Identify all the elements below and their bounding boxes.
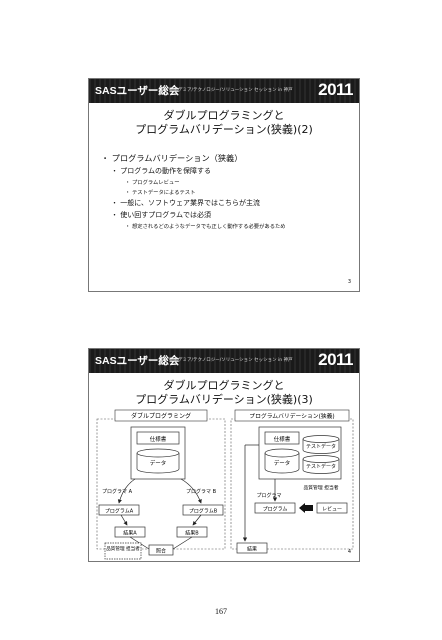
bullet-item: ・ プログラムレビュー (125, 180, 180, 186)
data-label: データ (150, 459, 167, 467)
bullet-item: ・ 想定されるどのようなデータでも正しく動作する必要があるため (125, 224, 286, 230)
process-diagram: ダブルプログラミング 仕様書 データ プログラマ A プログラマ B プログラム… (96, 409, 354, 560)
bullet-item: ・ テストデータによるテスト (125, 190, 196, 196)
bullet-item: ・ 使い回すプログラムでは必須 (111, 211, 212, 219)
year-logo: 2011 (318, 80, 353, 99)
data-cylinder-top (136, 448, 180, 458)
program-label: プログラム (263, 506, 288, 513)
test-data-label-2: テストデータ (306, 463, 336, 470)
review-label: レビュー (322, 506, 342, 513)
data-cylinder-right (264, 453, 300, 474)
arrow-to-program-b (180, 478, 202, 504)
programmer-b-label: プログラマ B (186, 488, 217, 495)
qc-left-label: 品質管理 担当者 (106, 545, 140, 552)
arrow-to-program-a (117, 478, 136, 504)
arrow-to-result-b (192, 514, 202, 526)
slide-4: SASユーザー総会 アカデミア/テクノロジー/ソリューション セッション in … (88, 348, 360, 562)
compare-label: 照合 (156, 548, 166, 555)
right-header-label: プログラムバリデーション(狭義) (249, 412, 334, 420)
review-arrow (299, 503, 313, 513)
slide-title: ダブルプログラミングと プログラムバリデーション(狭義)(3) (135, 379, 313, 406)
left-header-label: ダブルプログラミング (131, 412, 191, 420)
brand-title: SASユーザー総会 (95, 85, 180, 97)
program-b-box (182, 504, 224, 516)
result-box (236, 542, 268, 554)
bullet-item: ・ プログラムバリデーション（狭義） (101, 153, 243, 163)
spec-data-group-right (258, 426, 342, 480)
spec-box (136, 431, 180, 445)
slide-banner: SASユーザー総会 アカデミア/テクノロジー/ソリューション セッション in … (89, 79, 359, 103)
result-a-label: 結果A (123, 530, 137, 537)
test-data-cylinder-2 (302, 459, 340, 474)
program-a-label: プログラムA (105, 508, 134, 515)
test-data-cylinder-2-top (302, 455, 340, 463)
spec-box-right (264, 431, 300, 445)
data-cylinder (136, 453, 180, 474)
programmer-a-label: プログラマ A (102, 488, 133, 495)
program-box (254, 502, 296, 514)
data-label-right: データ (274, 459, 291, 467)
left-panel-header (114, 409, 208, 422)
year-logo: 2011 (318, 350, 353, 369)
arrow-to-result-a (120, 514, 128, 526)
compare-box (148, 544, 174, 556)
bullet-item: ・ 一般に、ソフトウェア業界ではこちらが主流 (111, 199, 261, 207)
program-b-label: プログラムB (189, 508, 218, 515)
test-data-label-1: テストデータ (306, 443, 336, 450)
slide-number: 4 (347, 549, 351, 555)
session-tagline: アカデミア/テクノロジー/ソリューション セッション in 神戸 (169, 358, 293, 363)
spec-label-right: 仕様書 (274, 435, 291, 443)
qc-right-label: 品質管理 担当者 (303, 484, 338, 491)
right-panel-header (234, 409, 350, 422)
compare-link-b (172, 536, 193, 550)
slide-number: 3 (347, 279, 351, 285)
programmer-label: プログラマ (256, 492, 281, 499)
result-b-label: 結果B (185, 530, 199, 537)
review-box (316, 502, 348, 514)
test-data-cylinder-1 (302, 439, 340, 454)
page-number: 167 (215, 607, 227, 616)
slide-banner: SASユーザー総会 アカデミア/テクノロジー/ソリューション セッション in … (89, 349, 359, 373)
spec-data-group (130, 426, 186, 480)
test-data-cylinder-1-top (302, 435, 340, 443)
result-label: 結果 (247, 546, 257, 553)
session-tagline: アカデミア/テクノロジー/ソリューション セッション in 神戸 (169, 88, 293, 93)
bullet-item: ・ プログラムの動作を保障する (111, 167, 212, 175)
slide-3: SASユーザー総会 アカデミア/テクノロジー/ソリューション セッション in … (88, 78, 360, 292)
bullet-list: ・ プログラムバリデーション（狭義） ・ プログラムの動作を保障する ・ プログ… (101, 151, 353, 230)
spec-label: 仕様書 (150, 435, 167, 443)
program-a-box (98, 504, 140, 516)
data-cylinder-right-top (264, 448, 300, 458)
brand-title: SASユーザー総会 (95, 355, 180, 367)
slide-title: ダブルプログラミングと プログラムバリデーション(狭義)(2) (135, 109, 313, 136)
qc-left-box (104, 542, 142, 560)
